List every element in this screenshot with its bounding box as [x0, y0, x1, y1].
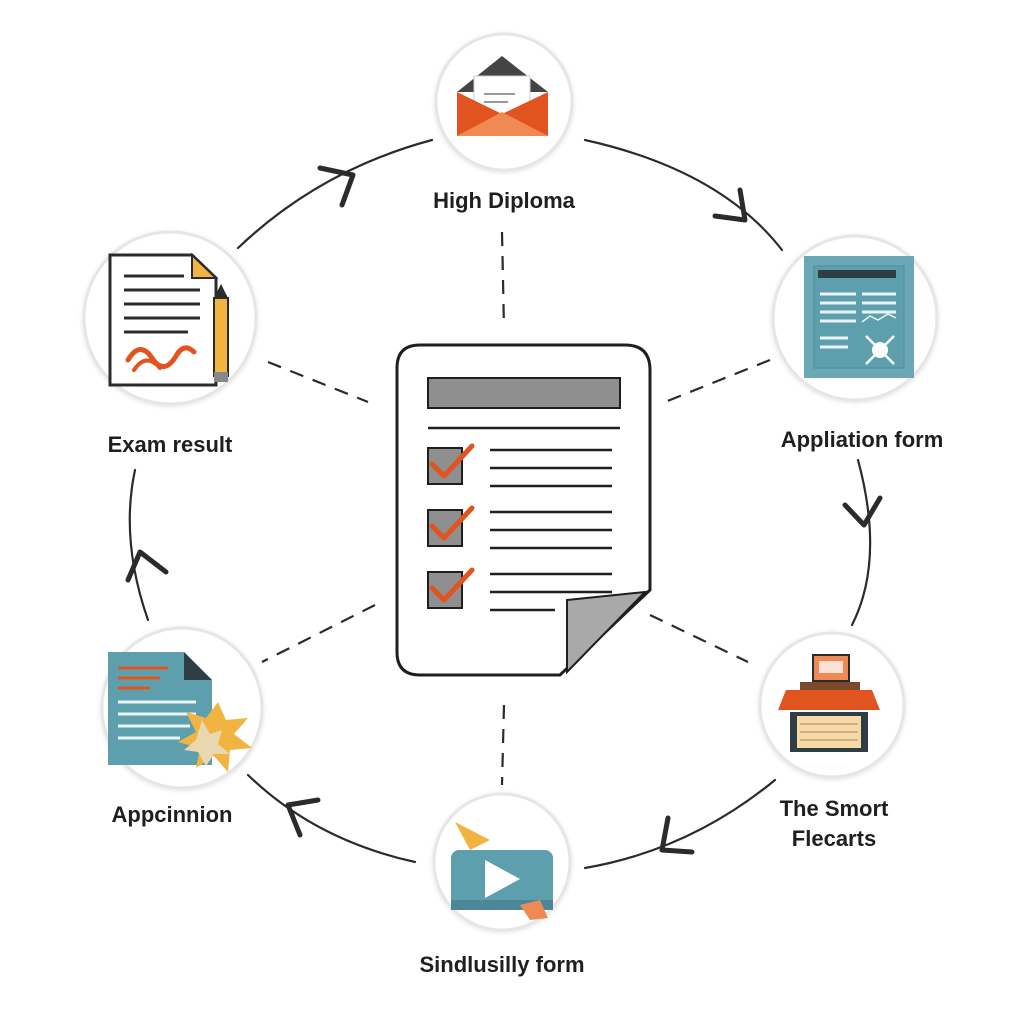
center-checklist	[427, 443, 612, 612]
arrowhead-bottom-right	[659, 815, 695, 855]
video-play-icon	[451, 822, 553, 920]
arrowhead-left	[125, 549, 169, 583]
arrowhead-top-right	[712, 187, 748, 223]
desk-books-icon	[778, 654, 880, 752]
center-title-bar	[427, 377, 621, 409]
cycle-arrowheads	[125, 165, 883, 855]
label-sindlusilly-form: Sindlusilly form	[419, 952, 585, 977]
document-chart-icon	[804, 256, 914, 378]
arc-appcinnion-to-exam	[128, 468, 150, 622]
label-high-diploma: High Diploma	[433, 188, 575, 213]
checkmark-icon	[429, 505, 475, 541]
label-smort-flecarts: The Smort Flecarts	[734, 794, 934, 854]
checkmark-icon	[429, 567, 475, 603]
arc-application-to-flecarts	[850, 458, 872, 627]
label-appcinnion: Appcinnion	[111, 802, 233, 827]
connector-top	[500, 231, 506, 329]
envelope-icon	[457, 56, 548, 136]
paper-pencil-icon	[108, 252, 229, 387]
arc-exam-to-diploma	[236, 138, 434, 250]
label-smort-flecarts-line2: Flecarts	[791, 826, 877, 851]
cycle-arcs	[128, 138, 872, 870]
arc-diploma-to-application	[583, 138, 784, 252]
connector-lower-left	[261, 604, 376, 663]
dashed-connectors	[261, 231, 771, 786]
connector-bottom	[500, 704, 506, 786]
checklist-item	[427, 443, 612, 488]
checklist-item	[427, 505, 612, 550]
connector-upper-left	[267, 360, 369, 404]
label-smort-flecarts-line1: The Smort	[779, 796, 889, 821]
arrowhead-bottom-left	[285, 797, 321, 838]
arrowhead-right	[842, 495, 883, 528]
checklist-document-icon	[395, 343, 652, 677]
label-appliation-form: Appliation form	[780, 427, 944, 452]
arc-sindlusilly-to-appcinnion	[246, 773, 417, 864]
connector-lower-right	[649, 614, 749, 663]
document-burst-icon	[108, 652, 252, 772]
checklist-item	[427, 567, 612, 612]
connector-upper-right	[664, 358, 771, 404]
label-exam-result: Exam result	[107, 432, 233, 457]
checkmark-icon	[429, 443, 475, 479]
arc-flecarts-to-sindlusilly	[583, 778, 777, 870]
arrowhead-top-left	[317, 165, 356, 208]
